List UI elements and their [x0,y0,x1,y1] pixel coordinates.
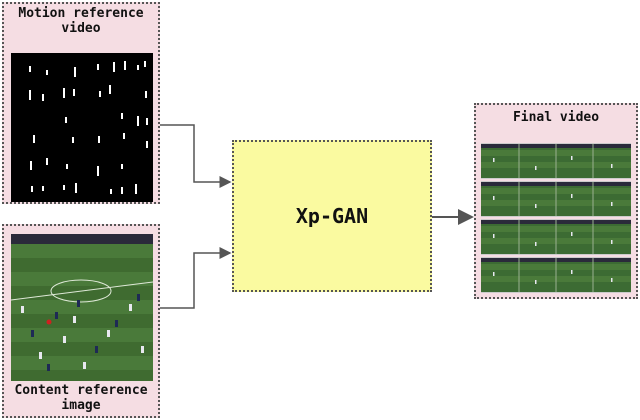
pose-mark [110,189,112,194]
player-figure [47,364,50,371]
pose-mark [144,61,146,67]
pose-mark [29,66,31,72]
motion-reference-video [11,53,153,202]
pose-mark [74,67,76,77]
player-figure [77,300,80,307]
pose-mark [135,184,137,194]
pose-mark [63,185,65,190]
pose-mark [63,88,65,98]
pose-mark [137,116,139,126]
pose-mark [31,186,33,192]
pose-mark [146,118,148,125]
final-video-frame [481,181,631,217]
pose-mark [121,187,123,194]
pose-mark [113,62,115,72]
pose-mark [98,136,100,143]
pose-mark [66,164,68,169]
pose-mark [145,91,147,98]
pose-mark [121,164,123,169]
pose-mark [97,166,99,176]
pose-mark [42,94,44,101]
motion-to-gan-arrow [160,124,232,188]
pose-mark [30,161,32,170]
pose-mark [73,89,75,96]
pose-mark [42,186,44,191]
player-figure [95,346,98,353]
content-reference-panel: Content reference image [2,224,160,418]
final-video-frame [481,143,631,179]
player-figure [21,306,24,313]
player-figure [107,330,110,337]
content-reference-title: Content reference image [14,383,148,413]
pose-mark [72,137,74,143]
pose-mark [146,141,148,148]
pose-mark [75,183,77,193]
pose-mark [46,70,48,75]
player-figure [137,294,140,301]
player-figure [141,346,144,353]
player-figure [63,336,66,343]
pose-mark [99,91,101,97]
final-video-title: Final video [512,110,600,125]
pose-mark [29,90,31,100]
content-to-gan-arrow [160,247,232,309]
player-figure [129,304,132,311]
pose-mark [121,113,123,119]
player-figure [73,316,76,323]
pose-mark [123,133,125,139]
final-video-panel: Final video [474,103,638,299]
xp-gan-label: Xp-GAN [295,204,369,228]
pose-mark [137,65,139,70]
pose-mark [124,61,126,70]
xp-gan-generator: Xp-GAN [232,140,432,292]
motion-reference-panel: Motion reference video [2,2,160,204]
pose-mark [65,117,67,123]
content-reference-image [11,234,153,381]
pose-mark [46,158,48,165]
player-figure [83,362,86,369]
player-figure [115,320,118,327]
pose-silhouettes [29,61,148,194]
pose-mark [97,64,99,70]
pose-mark [109,85,111,94]
soccer-pitch-image [11,234,153,371]
final-video-frame [481,219,631,255]
pose-mark [33,135,35,143]
motion-reference-title: Motion reference video [18,6,144,36]
player-figure [31,330,34,337]
player-figure [55,312,58,319]
final-video-frame [481,257,631,293]
player-figure [39,352,42,359]
